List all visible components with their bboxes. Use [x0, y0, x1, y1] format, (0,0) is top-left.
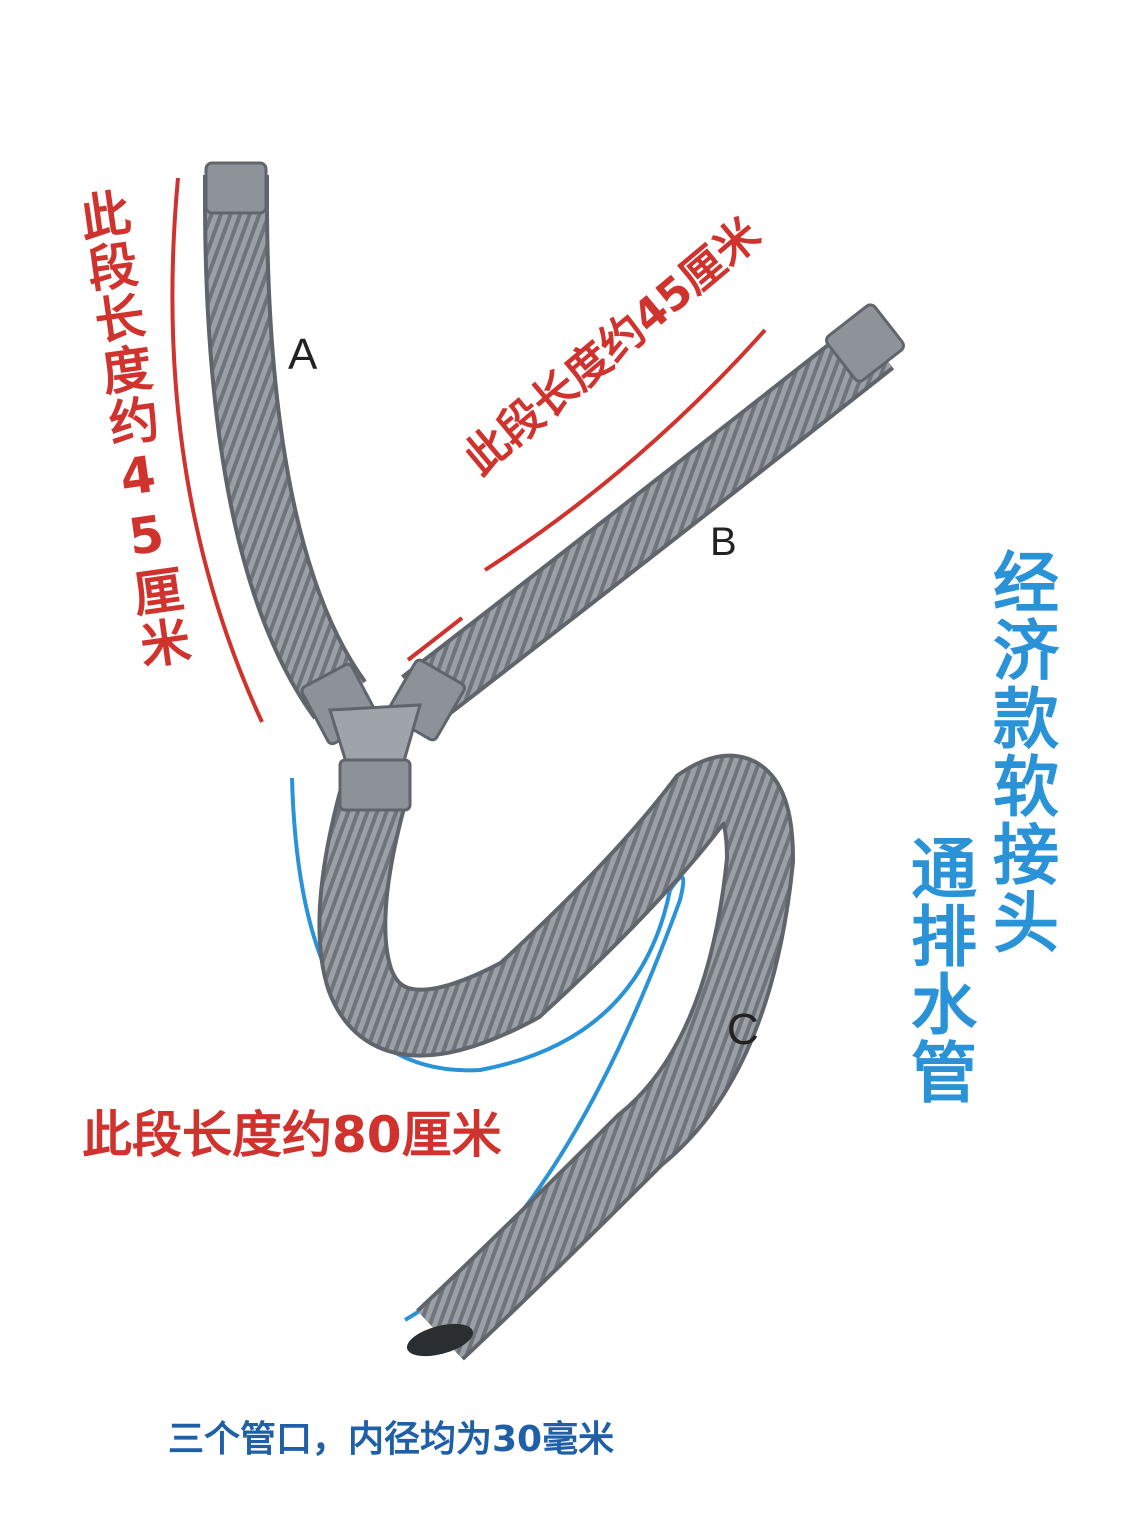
pipe-b-end-cap: [825, 303, 905, 383]
pipe-c-outlet: [406, 1323, 474, 1357]
junction-tick: [406, 616, 464, 662]
label-a: A: [288, 330, 318, 379]
product-title-line1: 经济款软接头: [982, 548, 1059, 956]
segment-b-measure-line: [483, 328, 767, 572]
y-junction: [300, 658, 466, 812]
label-c: C: [727, 1005, 759, 1054]
pipe-a-end-cap: [204, 161, 268, 215]
segment-c-length-text: 此段长度约80厘米: [82, 1106, 502, 1164]
label-b: B: [710, 520, 737, 564]
product-title-line2: 通排水管: [900, 834, 977, 1106]
caliber-note: 三个管口，内径均为30毫米: [168, 1419, 615, 1460]
segment-a-measure-line: [170, 177, 264, 723]
